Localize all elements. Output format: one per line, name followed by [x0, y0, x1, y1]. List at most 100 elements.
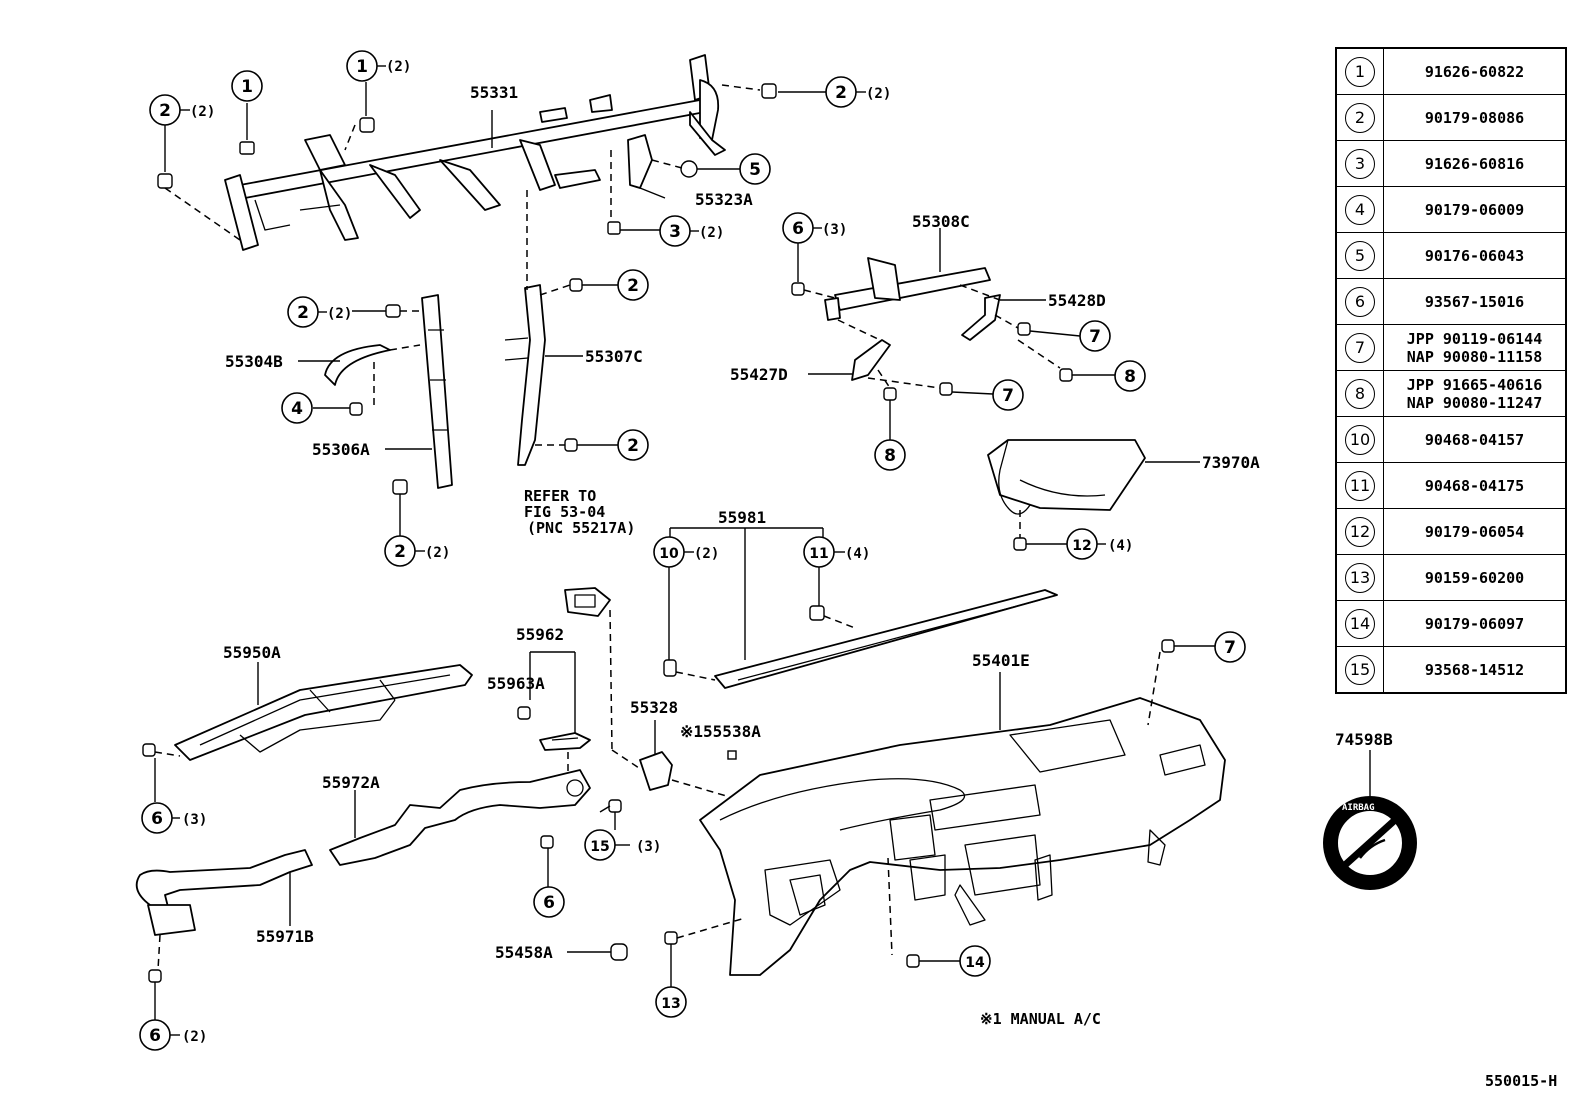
- bolt-icon: [239, 141, 255, 155]
- legend-key: 10: [1335, 416, 1384, 463]
- svg-text:3: 3: [669, 222, 681, 242]
- bracket-55308C-drawing: [824, 257, 991, 321]
- quantity-label: (2): [386, 59, 411, 75]
- svg-text:2: 2: [394, 542, 406, 562]
- legend-part-number-line: 91626-60816: [1424, 154, 1525, 173]
- quantity-label: (2): [425, 545, 450, 561]
- bolt-icon: [359, 117, 375, 133]
- callout-2: 2: [617, 269, 649, 301]
- svg-text:13: 13: [661, 996, 680, 1012]
- legend-key-circle: 8: [1345, 378, 1375, 409]
- svg-text:7: 7: [1089, 327, 1101, 347]
- legend-key-circle: 15: [1345, 654, 1375, 685]
- part-label-55428D: 55428D: [1048, 291, 1106, 310]
- svg-text:8: 8: [1124, 367, 1136, 387]
- part-label-55963A: 55963A: [487, 674, 545, 693]
- svg-text:1: 1: [241, 77, 253, 97]
- callout-7: 7: [1079, 320, 1111, 352]
- legend-key: 8: [1335, 370, 1384, 417]
- quantity-label: (2): [190, 104, 215, 120]
- duct-55972A-drawing: [329, 769, 591, 866]
- legend-key: 7: [1335, 324, 1384, 371]
- legend-part-number-line: 90179-08086: [1424, 108, 1525, 127]
- quantity-label: (2): [866, 86, 891, 102]
- svg-text:7: 7: [1224, 638, 1236, 658]
- svg-text:2: 2: [159, 101, 171, 121]
- legend-key: 15: [1335, 646, 1384, 694]
- reinforcement-55331-drawing: [224, 54, 726, 251]
- bolt-icon: [608, 799, 622, 813]
- part-label-55323A: 55323A: [695, 190, 753, 209]
- callout-13: 13: [655, 986, 687, 1018]
- refer-note-line-3: (PNC 55217A): [527, 519, 635, 537]
- part-label-55304B: 55304B: [225, 352, 283, 371]
- part-label-55306A: 55306A: [312, 440, 370, 459]
- legend-part-number-line: 90179-06054: [1424, 522, 1525, 541]
- svg-text:6: 6: [543, 893, 555, 913]
- nut-icon: [564, 438, 578, 452]
- svg-text:11: 11: [809, 546, 828, 562]
- part-label-73970A: 73970A: [1202, 453, 1260, 472]
- cover-55962-drawing: [539, 732, 591, 751]
- callout-5: 5: [739, 153, 771, 185]
- part-label-55972A: 55972A: [322, 773, 380, 792]
- legend-key: 5: [1335, 232, 1384, 279]
- callout-8: 8: [874, 439, 906, 471]
- callout-8: 8: [1114, 360, 1146, 392]
- callout-15: 15: [584, 829, 616, 861]
- callout-6: 6: [533, 886, 565, 918]
- no-airbag-caution-label-74598B: AIRBAG: [1323, 796, 1417, 890]
- bolt-icon: [540, 835, 554, 849]
- nut-icon: [761, 83, 777, 99]
- svg-text:6: 6: [149, 1026, 161, 1046]
- legend-part-number: 90468-04175: [1383, 462, 1567, 509]
- bracket-55323A-drawing: [627, 134, 666, 199]
- callout-2: 2: [384, 535, 416, 567]
- part-label-55307C: 55307C: [585, 347, 643, 366]
- legend-key-circle: 7: [1345, 332, 1375, 363]
- svg-text:15: 15: [590, 839, 609, 855]
- legend-key: 6: [1335, 278, 1384, 325]
- part-label-155538A: ※155538A: [680, 722, 761, 741]
- callout-2: 2: [149, 94, 181, 126]
- legend-key-circle: 6: [1345, 286, 1375, 317]
- callout-2: 2: [287, 296, 319, 328]
- callout-6: 6: [141, 802, 173, 834]
- callout-7: 7: [992, 379, 1024, 411]
- legend-part-number-line: NAP 90080-11247: [1406, 393, 1543, 412]
- legend-key: 12: [1335, 508, 1384, 555]
- instrument-panel-55401E-drawing: [699, 697, 1226, 976]
- callout-10: 10: [653, 536, 685, 568]
- callout-2: 2: [617, 429, 649, 461]
- legend-part-number-line: 90179-06009: [1424, 200, 1525, 219]
- vent-55328-drawing: [639, 751, 673, 791]
- callout-3: 3: [659, 215, 691, 247]
- clip-icon: [663, 659, 677, 677]
- legend-row: 12 90179-06054: [1335, 508, 1567, 555]
- legend-part-number-line: 90179-06097: [1424, 614, 1525, 633]
- legend-row: 4 90179-06009: [1335, 186, 1567, 233]
- clip-icon: [809, 605, 825, 621]
- footnote-manual-ac: ※1 MANUAL A/C: [980, 1010, 1101, 1028]
- legend-part-number-line: NAP 90080-11158: [1406, 347, 1543, 366]
- callout-1: 1: [346, 50, 378, 82]
- callout-6: 6: [139, 1019, 171, 1051]
- nut-icon: [569, 278, 583, 292]
- legend-key-circle: 4: [1345, 194, 1375, 225]
- bolt-icon: [157, 173, 173, 189]
- legend-key: 11: [1335, 462, 1384, 509]
- part-label-55427D: 55427D: [730, 365, 788, 384]
- svg-text:7: 7: [1002, 386, 1014, 406]
- refer-note-line-1: REFER TO: [524, 487, 596, 505]
- legend-part-number-line: 90468-04157: [1424, 430, 1525, 449]
- bolt-icon: [791, 282, 805, 296]
- svg-text:8: 8: [884, 446, 896, 466]
- legend-part-number-line: JPP 90119-06144: [1406, 329, 1543, 348]
- legend-key: 3: [1335, 140, 1384, 187]
